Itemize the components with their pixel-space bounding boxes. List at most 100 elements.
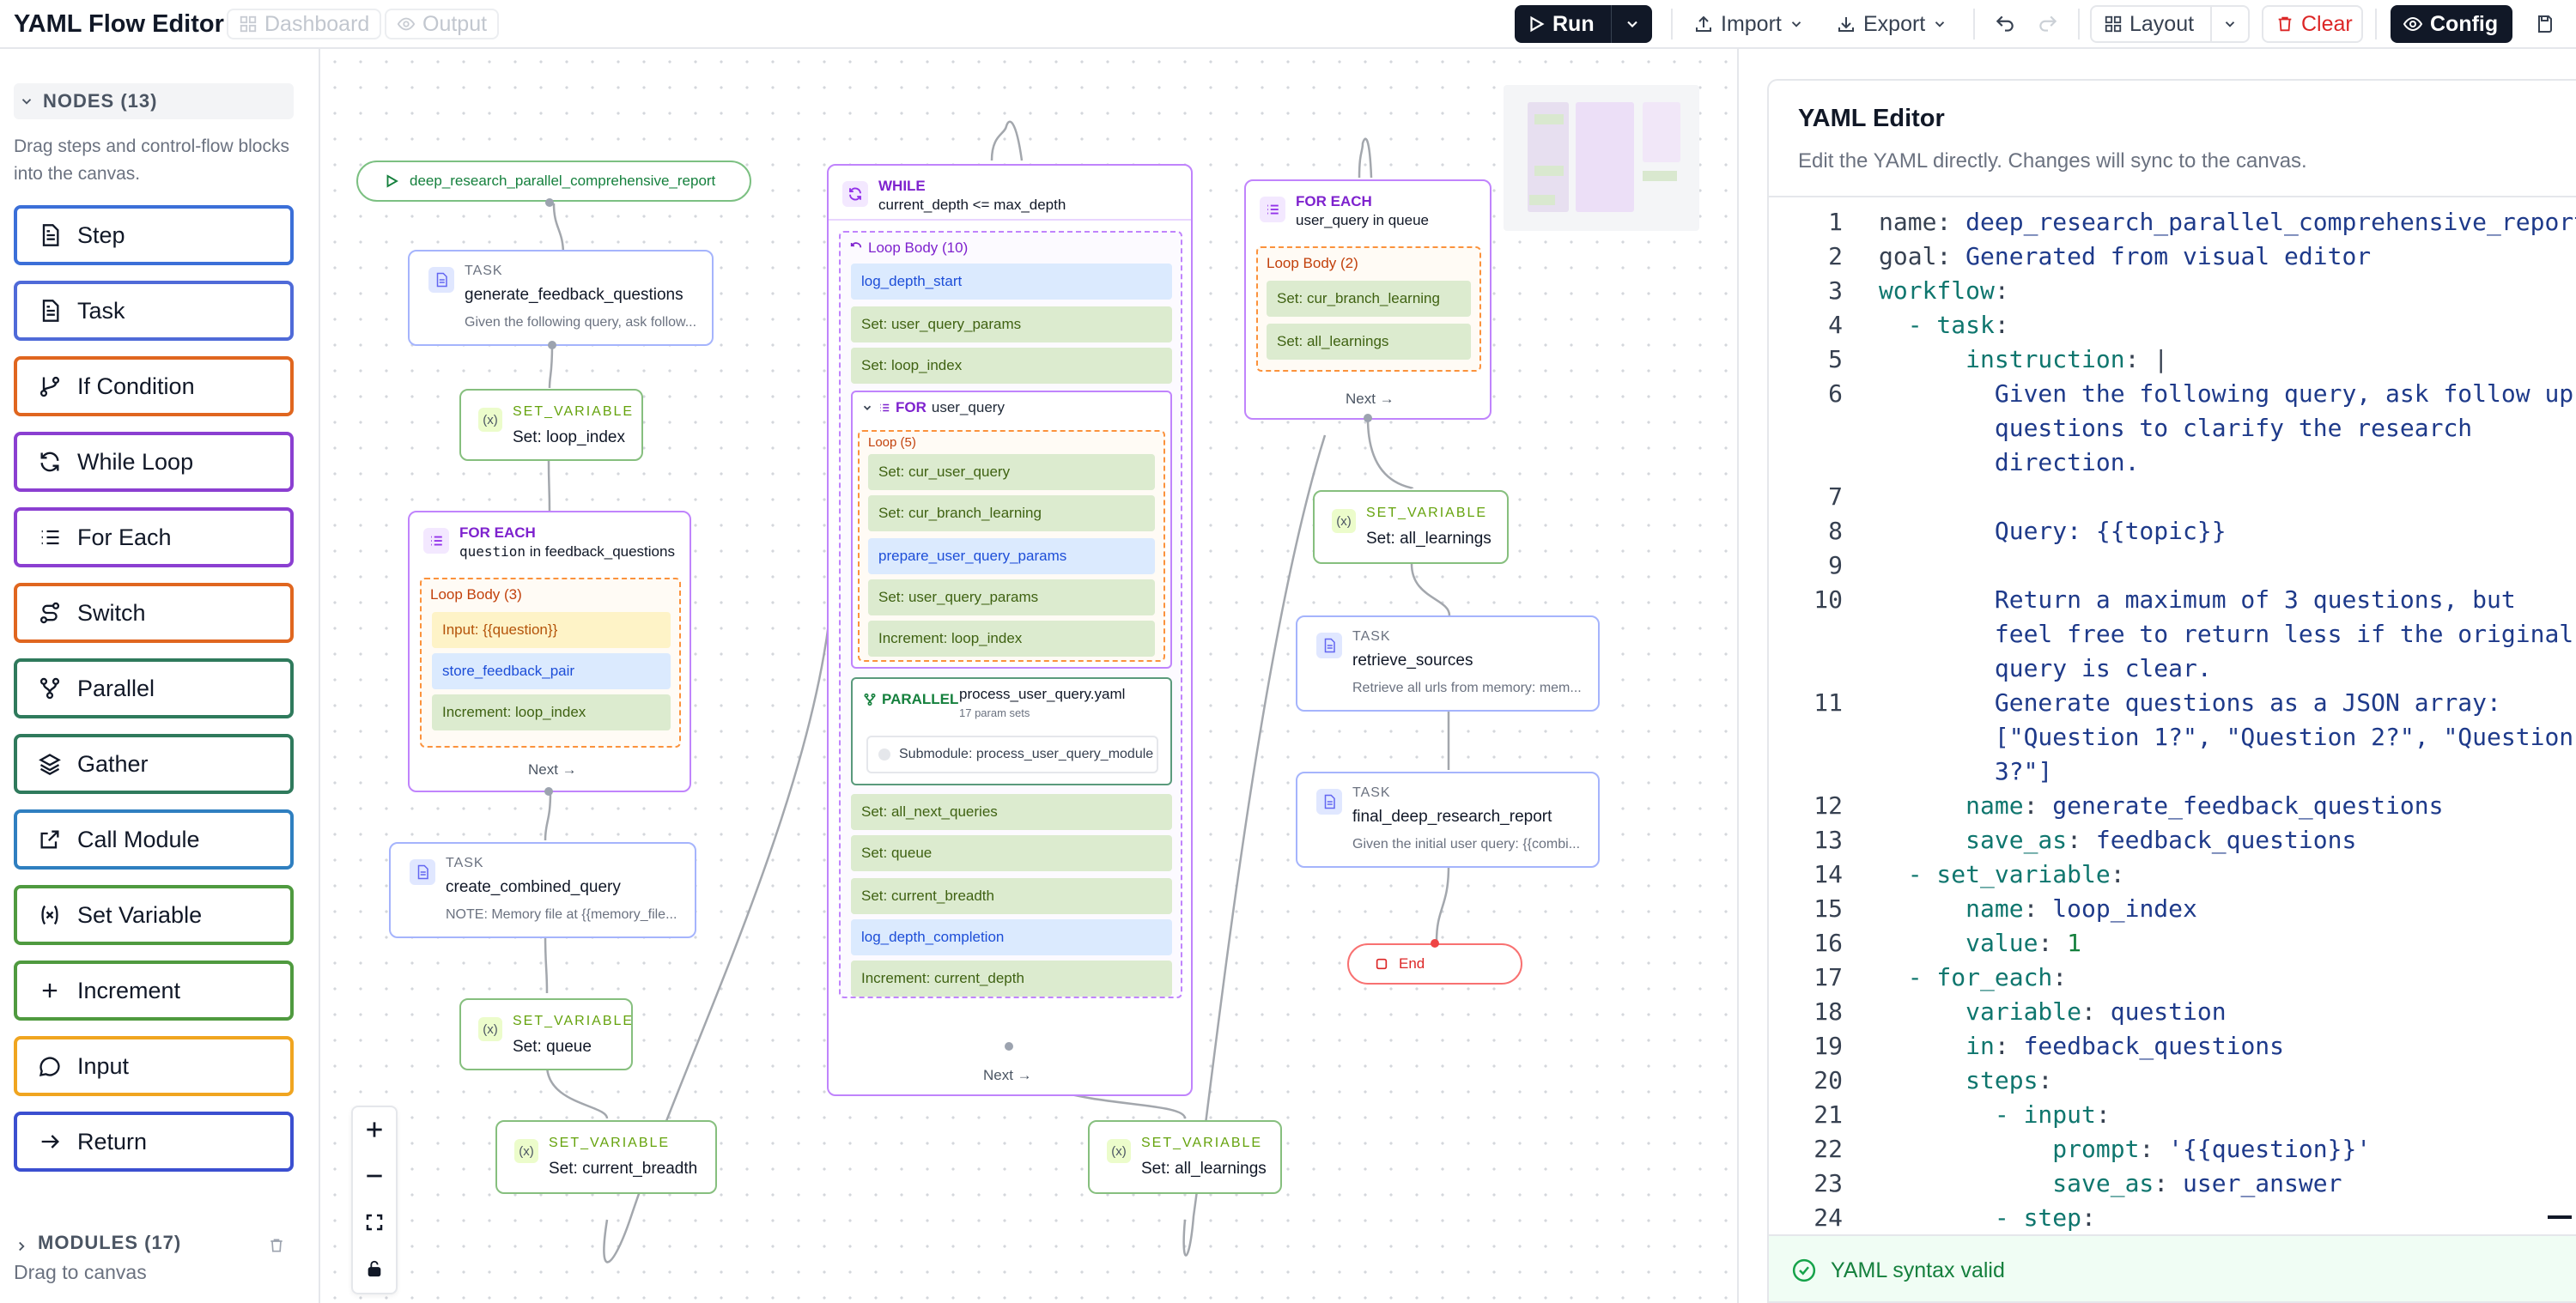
while-step[interactable]: Set: current_breadth — [851, 878, 1172, 914]
toolbar-divider — [2078, 9, 2080, 39]
config-button[interactable]: Config — [2391, 5, 2512, 43]
minimap[interactable] — [1504, 85, 1699, 231]
yaml-value: question — [2095, 997, 2227, 1026]
end-target-handle[interactable] — [1431, 939, 1439, 948]
for-user-query-block[interactable]: FOR user_query Loop (5) Set: cur_user_qu… — [851, 391, 1172, 669]
set-variable-node-loop-index[interactable]: (x) SET_VARIABLE Set: loop_index — [459, 389, 643, 461]
layout-options-dropdown[interactable] — [2212, 5, 2250, 43]
loop-step[interactable]: Set: all_learnings — [1267, 324, 1471, 360]
for-each-node-user-query[interactable]: FOR EACH user_query in queue Loop Body (… — [1244, 179, 1492, 420]
export-button[interactable]: Export — [1824, 5, 1959, 43]
set-variable-node-all-learnings-right[interactable]: (x) SET_VARIABLE Set: all_learnings — [1313, 490, 1509, 564]
nodes-section-header[interactable]: NODES (13) — [14, 83, 294, 119]
set-variable-node-queue[interactable]: (x) SET_VARIABLE Set: queue — [459, 998, 633, 1070]
while-step[interactable]: Set: all_next_queries — [851, 794, 1172, 830]
refresh-icon — [842, 181, 868, 207]
set-variable-node-current-breadth[interactable]: (x) SET_VARIABLE Set: current_breadth — [495, 1120, 717, 1194]
connection-handle[interactable] — [544, 787, 553, 796]
connection-handle[interactable] — [1005, 1042, 1013, 1051]
yaml-value: loop_index — [2038, 894, 2197, 923]
palette-item-parallel[interactable]: Parallel — [14, 658, 294, 718]
while-step[interactable]: Set: user_query_params — [851, 306, 1172, 342]
palette-item-for-each[interactable]: For Each — [14, 507, 294, 567]
list-icon — [1260, 197, 1285, 222]
edge — [1366, 417, 1414, 490]
while-step[interactable]: Set: loop_index — [851, 348, 1172, 384]
palette-item-return[interactable]: Return — [14, 1112, 294, 1172]
scrollbar-thumb[interactable] — [2548, 1215, 2572, 1219]
external-link-icon — [40, 830, 59, 849]
export-label: Export — [1863, 11, 1926, 36]
loop-step[interactable]: store_feedback_pair — [432, 653, 671, 689]
while-step[interactable]: log_depth_start — [851, 264, 1172, 300]
loop-step[interactable]: Increment: loop_index — [432, 694, 671, 730]
palette-item-while-loop[interactable]: While Loop — [14, 432, 294, 492]
zoom-out-button[interactable] — [353, 1154, 396, 1198]
yaml-key: workflow — [1879, 276, 1995, 305]
palette-item-step[interactable]: Step — [14, 205, 294, 265]
yaml-key: goal — [1879, 242, 1937, 270]
node-type-label: FOR EACH — [459, 524, 536, 541]
app-title: YAML Flow Editor — [14, 10, 224, 38]
nested-loop-step[interactable]: Set: cur_user_query — [868, 454, 1155, 490]
task-node-create-combined-query[interactable]: TASK create_combined_query NOTE: Memory … — [389, 842, 696, 938]
while-loop-node[interactable]: WHILE current_depth <= max_depth Loop Bo… — [827, 164, 1193, 1096]
loop-step[interactable]: Set: cur_branch_learning — [1267, 281, 1471, 317]
for-each-node-questions[interactable]: FOR EACH question in feedback_questions … — [408, 511, 691, 792]
while-step[interactable]: Increment: current_depth — [851, 961, 1172, 997]
palette-item-increment[interactable]: Increment — [14, 961, 294, 1021]
layout-button[interactable]: Layout — [2090, 5, 2212, 43]
palette-item-call-module[interactable]: Call Module — [14, 809, 294, 870]
zoom-in-button[interactable] — [353, 1107, 396, 1152]
node-name: Set: queue — [513, 1038, 592, 1056]
fit-view-button[interactable] — [353, 1200, 396, 1245]
yaml-key: steps — [1879, 1066, 2038, 1094]
palette-item-set-variable[interactable]: Set Variable — [14, 885, 294, 945]
nested-loop-step[interactable]: Set: user_query_params — [868, 579, 1155, 615]
lock-button[interactable] — [353, 1246, 396, 1291]
modules-section-header[interactable]: MODULES (17) — [14, 1225, 297, 1254]
end-node[interactable]: End — [1347, 943, 1522, 985]
undo-button[interactable] — [1989, 5, 2021, 43]
submodule-item[interactable]: Submodule: process_user_query_module — [866, 736, 1158, 773]
palette-item-input[interactable]: Input — [14, 1036, 294, 1096]
while-step[interactable]: Set: queue — [851, 835, 1172, 871]
palette-item-if-condition[interactable]: If Condition — [14, 356, 294, 416]
palette-item-gather[interactable]: Gather — [14, 734, 294, 794]
variable-icon — [41, 905, 58, 925]
run-button[interactable]: Run — [1515, 5, 1611, 43]
palette-item-switch[interactable]: Switch — [14, 583, 294, 643]
clear-button[interactable]: Clear — [2262, 5, 2363, 43]
output-button[interactable]: Output — [385, 9, 500, 39]
message-circle-icon — [39, 1057, 60, 1077]
start-node[interactable]: deep_research_parallel_comprehensive_rep… — [356, 161, 751, 202]
line-number: 16 — [1814, 929, 1843, 957]
trash-icon[interactable] — [268, 1237, 285, 1254]
nested-loop-step[interactable]: Increment: loop_index — [868, 621, 1155, 657]
yaml-code-editor[interactable]: 1 2 3 4 5 6 7 8 9 10 11 12 13 14 15 16 1… — [1769, 196, 2576, 1234]
flow-canvas[interactable]: deep_research_parallel_comprehensive_rep… — [322, 49, 1739, 1303]
yaml-status-bar: YAML syntax valid — [1769, 1234, 2576, 1301]
connection-handle[interactable] — [545, 198, 554, 207]
run-options-dropdown[interactable] — [1611, 5, 1652, 43]
loop-step[interactable]: Input: {{question}} — [432, 612, 671, 648]
import-button[interactable]: Import — [1681, 5, 1816, 43]
variable-icon: (x) — [478, 408, 502, 432]
set-variable-node-all-learnings[interactable]: (x) SET_VARIABLE Set: all_learnings — [1088, 1120, 1282, 1194]
connection-handle[interactable] — [548, 341, 556, 349]
task-node-retrieve-sources[interactable]: TASK retrieve_sources Retrieve all urls … — [1296, 615, 1600, 712]
while-step[interactable]: log_depth_completion — [851, 919, 1172, 955]
nested-loop-step[interactable]: Set: cur_branch_learning — [868, 495, 1155, 531]
parallel-block[interactable]: PARALLEL process_user_query.yaml 17 para… — [851, 677, 1172, 785]
zoom-controls — [351, 1106, 398, 1294]
file-text-icon — [1316, 789, 1342, 815]
chevron-down-icon[interactable] — [861, 402, 873, 414]
dashboard-button[interactable]: Dashboard — [227, 9, 382, 39]
task-node-generate-feedback-questions[interactable]: TASK generate_feedback_questions Given t… — [408, 250, 714, 346]
palette-item-task[interactable]: Task — [14, 281, 294, 341]
redo-button[interactable] — [2032, 5, 2064, 43]
task-node-final-deep-research-report[interactable]: TASK final_deep_research_report Given th… — [1296, 772, 1600, 868]
nested-loop-step[interactable]: prepare_user_query_params — [868, 538, 1155, 574]
save-icon-button[interactable] — [2528, 5, 2562, 43]
connection-handle[interactable] — [1364, 414, 1372, 422]
